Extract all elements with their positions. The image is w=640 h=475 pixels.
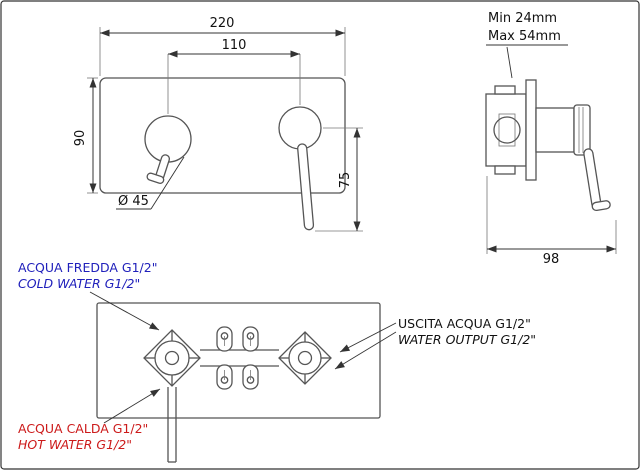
dimension-height: 90: [73, 77, 98, 194]
hot-water-leader: [103, 388, 161, 424]
dimension-height-label: 90: [73, 130, 88, 147]
right-valve: [278, 331, 332, 385]
mounting-ears: [216, 326, 259, 390]
right-lever: [297, 143, 315, 231]
water-output-label-it: USCITA ACQUA G1/2": [398, 316, 531, 331]
body-cylinder: [535, 107, 575, 153]
dimension-centers-label: 110: [222, 38, 247, 53]
cold-water-label: ACQUA FREDDA G1/2" COLD WATER G1/2": [18, 260, 160, 331]
escutcheon-plate: [525, 79, 537, 181]
dimension-width-label: 220: [210, 16, 235, 31]
cold-water-label-en: COLD WATER G1/2": [18, 276, 140, 291]
hot-water-label-en: HOT WATER G1/2": [18, 437, 132, 452]
in-wall-body: [485, 85, 527, 175]
hot-water-label-it: ACQUA CALDA G1/2": [18, 421, 148, 436]
left-valve: [143, 329, 201, 387]
dimension-lever-length-label: 75: [338, 172, 353, 189]
left-lever: [146, 154, 171, 184]
side-lever: [583, 148, 611, 212]
connecting-pipe: [200, 349, 279, 367]
min-depth-label: Min 24mm: [488, 11, 557, 26]
cold-water-leader: [89, 291, 160, 331]
side-view: Min 24mm Max 54mm: [485, 11, 617, 267]
max-depth-label: Max 54mm: [488, 29, 561, 44]
depth-leader: [506, 46, 513, 79]
rear-panel: [96, 302, 381, 419]
dimension-depth-label: 98: [543, 252, 560, 267]
right-knob: [278, 106, 322, 150]
rear-view: ACQUA FREDDA G1/2" COLD WATER G1/2" ACQU…: [18, 260, 536, 463]
dimension-width: 220: [99, 16, 346, 76]
dimension-centers: 110: [167, 38, 301, 114]
dimension-lever-length: 75: [315, 127, 363, 232]
cold-water-label-it: ACQUA FREDDA G1/2": [18, 260, 157, 275]
dimension-knob-diameter-label: Ø 45: [118, 194, 149, 209]
water-output-label: USCITA ACQUA G1/2" WATER OUTPUT G1/2": [334, 316, 536, 370]
dimension-depth: 98: [486, 176, 617, 267]
dimension-knob-diameter: Ø 45: [116, 156, 185, 210]
water-output-leader-1: [339, 322, 397, 353]
hot-water-label: ACQUA CALDA G1/2" HOT WATER G1/2": [18, 388, 161, 452]
front-view: 220 110 90 Ø 45 75: [73, 16, 363, 232]
outlet-hose: [167, 387, 177, 463]
water-output-label-en: WATER OUTPUT G1/2": [398, 332, 536, 347]
water-output-leader-2: [334, 331, 397, 370]
knurled-grip: [573, 104, 591, 156]
